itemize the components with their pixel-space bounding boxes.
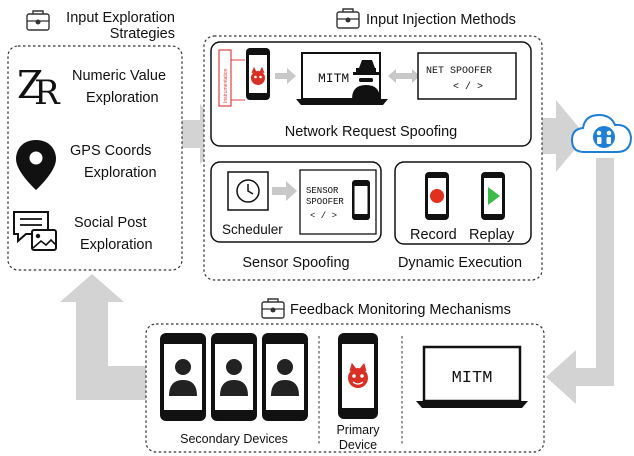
network-spoofing-label: Network Request Spoofing: [285, 124, 458, 140]
record-dot-icon: [430, 189, 444, 203]
toolbox-icon: [26, 10, 50, 31]
input-exploration-box: [7, 45, 183, 271]
cloud-service-icon: [570, 113, 633, 153]
social-post-label-line2: Exploration: [80, 237, 153, 253]
map-pin-icon: [16, 140, 56, 190]
secondary-devices-label: Secondary Devices: [180, 432, 288, 446]
sensor-spoofer-label-line2: SPOOFER: [306, 197, 344, 207]
input-injection-panel: Input Injection Methods Instrumentation …: [203, 8, 543, 281]
instrumentation-connector: [231, 59, 245, 101]
scheduler-label: Scheduler: [222, 222, 283, 237]
network-mitm-label: MITM: [318, 71, 349, 86]
person-icon: [226, 359, 242, 375]
net-spoofer-label: NET SPOOFER: [426, 66, 492, 77]
chat-image-icon: [13, 211, 57, 251]
input-exploration-panel: Input Exploration Strategies Z R Numeric…: [7, 10, 183, 271]
record-label: Record: [410, 227, 457, 243]
numeric-value-label-line1: Numeric Value: [72, 68, 166, 84]
replay-label: Replay: [469, 227, 515, 243]
code-icon: < / >: [310, 211, 337, 221]
secondary-device-phone: [262, 333, 308, 421]
primary-device-label-line2: Device: [339, 438, 377, 452]
gps-coords-label-line1: GPS Coords: [70, 143, 151, 159]
replay-phone-icon: [481, 172, 505, 220]
instrumentation-bar: [218, 49, 232, 107]
arrow-phone-to-mitm: [275, 68, 296, 84]
play-triangle-icon: [488, 187, 500, 205]
net-spoofer-window: [417, 52, 517, 100]
instrumentation-label: Instrumentation: [223, 68, 229, 103]
record-phone-icon: [425, 172, 449, 220]
sensor-spoofer-label-line1: SENSOR: [306, 186, 339, 196]
secondary-device-phone: [160, 333, 206, 421]
person-icon: [277, 359, 293, 375]
phone-with-devil-icon: [246, 48, 270, 100]
primary-device-label-line1: Primary: [336, 423, 380, 437]
scheduler-icon: [227, 171, 269, 211]
laptop-mitm-icon: [416, 345, 528, 408]
double-arrow-mitm-spoofer: [388, 69, 420, 83]
toolbox-icon: [336, 8, 360, 29]
feedback-mitm-label: MITM: [452, 369, 493, 388]
svg-text:R: R: [34, 73, 61, 113]
person-icon: [175, 359, 191, 375]
input-exploration-title-line1: Input Exploration: [66, 10, 175, 26]
toolbox-icon: [261, 298, 285, 319]
arrow-cloud-to-feedback: [546, 158, 614, 404]
gps-coords-label-line2: Exploration: [84, 165, 157, 181]
feedback-monitoring-panel: Feedback Monitoring Mechanisms Secondary…: [145, 298, 545, 453]
spy-hacker-icon: [352, 60, 380, 99]
input-exploration-title-line2: Strategies: [110, 26, 175, 42]
devil-icon: [348, 368, 368, 388]
zr-letters-icon: Z R: [17, 63, 61, 113]
input-injection-title: Input Injection Methods: [366, 12, 516, 28]
svg-text:Z: Z: [17, 63, 43, 107]
arrow-feedback-to-exploration: [60, 274, 150, 400]
dynamic-execution-label: Dynamic Execution: [398, 255, 522, 271]
social-post-label-line1: Social Post: [74, 215, 147, 231]
numeric-value-label-line2: Exploration: [86, 90, 159, 106]
sensor-spoofing-label: Sensor Spoofing: [242, 255, 349, 271]
arrow-scheduler-to-spoofer: [272, 181, 297, 201]
primary-device-phone: [338, 333, 378, 419]
smartphone-icon: [352, 180, 370, 220]
feedback-title: Feedback Monitoring Mechanisms: [290, 302, 511, 318]
secondary-device-phone: [211, 333, 257, 421]
code-icon: < / >: [453, 81, 483, 93]
